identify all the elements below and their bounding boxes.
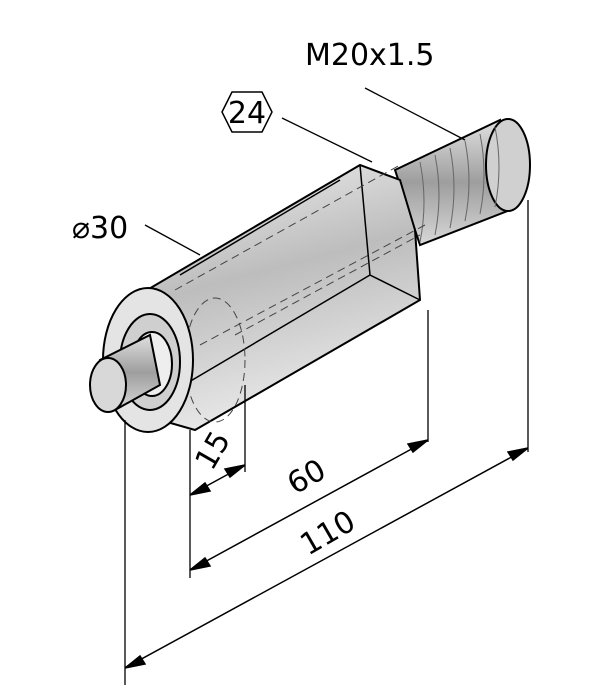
extension-lines — [124, 200, 529, 685]
leader-lines — [144, 87, 466, 256]
thread-label: M20x1.5 — [305, 38, 435, 73]
dim-60-label: 60 — [282, 453, 333, 502]
threaded-stud — [393, 118, 531, 247]
hex-callout-icon — [221, 91, 273, 133]
hex-body — [118, 163, 426, 432]
dimension-lines — [124, 439, 529, 669]
diameter-label: ⌀30 — [72, 211, 128, 246]
hex-size-label: 24 — [228, 96, 266, 131]
pin — [89, 333, 162, 413]
dim-110-label: 110 — [295, 504, 362, 563]
